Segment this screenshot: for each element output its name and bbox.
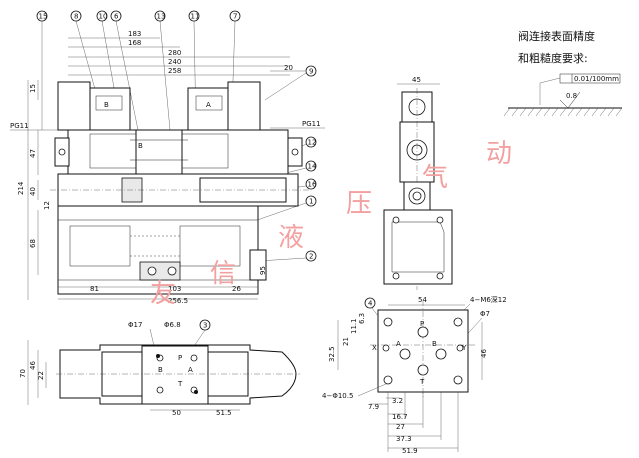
dim-183: 183	[128, 30, 141, 38]
flatness-tolerance: 0.01/100mm	[574, 75, 619, 83]
dim-phi17: Φ17	[128, 321, 142, 329]
surface-notes: 阀连接表面精度 和粗糙度要求: 0.01/100mm 0.8	[503, 29, 623, 117]
mount-dim-54: 54	[418, 296, 427, 304]
pg11-right: PG11	[302, 120, 321, 128]
left-coil-cap	[57, 81, 91, 131]
plan-port-p: P	[178, 354, 182, 362]
note-line2: 和粗糙度要求:	[518, 51, 588, 65]
mount-dim-16-7: 16.7	[392, 413, 408, 421]
dim-47: 47	[29, 149, 37, 158]
plan-view: Φ17 Φ6.8 3 70 46 22 P B A T 50 51.5	[19, 319, 300, 417]
mount-dim-32-5: 32.5	[328, 346, 336, 362]
callout-4: 4	[368, 300, 373, 308]
dim-81: 81	[90, 285, 99, 293]
dim-40: 40	[29, 187, 37, 196]
callout-3: 3	[203, 322, 207, 330]
coil-label-b: B	[104, 101, 109, 109]
right-coil-cap	[227, 81, 261, 131]
mount-dim-6-3: 6.3	[358, 313, 366, 324]
dim-258: 258	[168, 67, 181, 75]
mount-dim-21: 21	[342, 337, 350, 346]
dim-168: 168	[128, 39, 141, 47]
pg11-left: PG11	[10, 122, 29, 130]
callout-15: 15	[39, 13, 48, 21]
dim-46: 46	[29, 361, 37, 370]
mount-dim-m6: 4−M6深12	[470, 295, 507, 304]
mount-dim-phi10-5: 4−Φ10.5	[322, 392, 353, 400]
dim-103: 103	[168, 285, 181, 293]
dim-26: 26	[232, 285, 241, 293]
pilot-label-b: B	[138, 142, 143, 150]
dim-45: 45	[412, 76, 421, 84]
dim-12: 12	[43, 201, 51, 210]
watermark-char-1: 友	[150, 279, 176, 309]
watermark-char-4: 压	[346, 189, 372, 219]
dim-51-5: 51.5	[216, 409, 232, 417]
mount-dim-37-3: 37.3	[396, 435, 412, 443]
callout-7: 7	[233, 13, 237, 21]
mount-dim-27: 27	[396, 423, 405, 431]
roughness-value: 0.8	[566, 92, 577, 100]
callout-9: 9	[309, 68, 313, 76]
watermark-char-2: 信	[210, 259, 236, 289]
side-view: 45	[383, 76, 453, 290]
callout-10: 10	[99, 13, 108, 21]
watermark-char-6: 动	[486, 139, 512, 169]
callout-6: 6	[114, 13, 119, 21]
dim-95: 95	[259, 266, 267, 275]
mount-port-y: Y	[461, 344, 467, 352]
dim-240: 240	[168, 58, 181, 66]
dim-256-5: 256.5	[168, 297, 188, 305]
dim-280: 280	[168, 49, 181, 57]
mount-dim-3-2: 3.2	[392, 397, 403, 405]
dim-70: 70	[19, 369, 27, 378]
mount-dim-7-9: 7.9	[368, 403, 379, 411]
front-callouts: 15 8 10 6 13 11 7 9 12	[36, 10, 317, 288]
dim-22: 22	[37, 371, 45, 380]
coil-label-a: A	[206, 101, 211, 109]
note-line1: 阀连接表面精度	[518, 29, 595, 43]
watermark: 友 信 液 压 气 动	[150, 139, 512, 309]
callout-12: 12	[308, 139, 317, 147]
mount-dim-phi7: Φ7	[480, 310, 490, 318]
callout-8: 8	[74, 13, 78, 21]
callout-14: 14	[308, 163, 317, 171]
callout-1: 1	[309, 198, 313, 206]
plan-port-a: A	[188, 366, 193, 374]
left-coil	[89, 87, 131, 131]
callout-11: 11	[191, 13, 200, 21]
right-coil	[187, 87, 229, 131]
mount-port-x: X	[372, 344, 377, 352]
mount-dim-51-9: 51.9	[402, 447, 418, 455]
dim-15: 15	[29, 84, 37, 93]
dim-214: 214	[17, 181, 25, 195]
mount-dim-11-1: 11.1	[350, 318, 358, 334]
dim-68: 68	[29, 239, 37, 248]
callout-2: 2	[309, 253, 313, 261]
mount-port-t: T	[419, 378, 425, 386]
dim-phi6-8: Φ6.8	[164, 321, 181, 329]
dim-20: 20	[284, 64, 293, 72]
watermark-char-5: 气	[422, 163, 448, 193]
mount-port-b: B	[432, 340, 437, 348]
plan-port-t: T	[177, 380, 183, 388]
plan-port-b: B	[158, 366, 163, 374]
mount-port-p: P	[420, 320, 424, 328]
watermark-char-3: 液	[278, 223, 304, 253]
callout-16: 16	[308, 181, 317, 189]
mount-port-a: A	[396, 340, 401, 348]
dim-50: 50	[172, 409, 181, 417]
front-view: 183 168 280 240 258 20 15 8 10 6 13	[10, 10, 325, 305]
mounting-pattern: 54 4−M6深12 Φ7 4 P A B X Y T 11.1 6.3 21 …	[322, 295, 507, 455]
mount-dim-46: 46	[480, 349, 488, 358]
callout-13: 13	[157, 13, 166, 21]
